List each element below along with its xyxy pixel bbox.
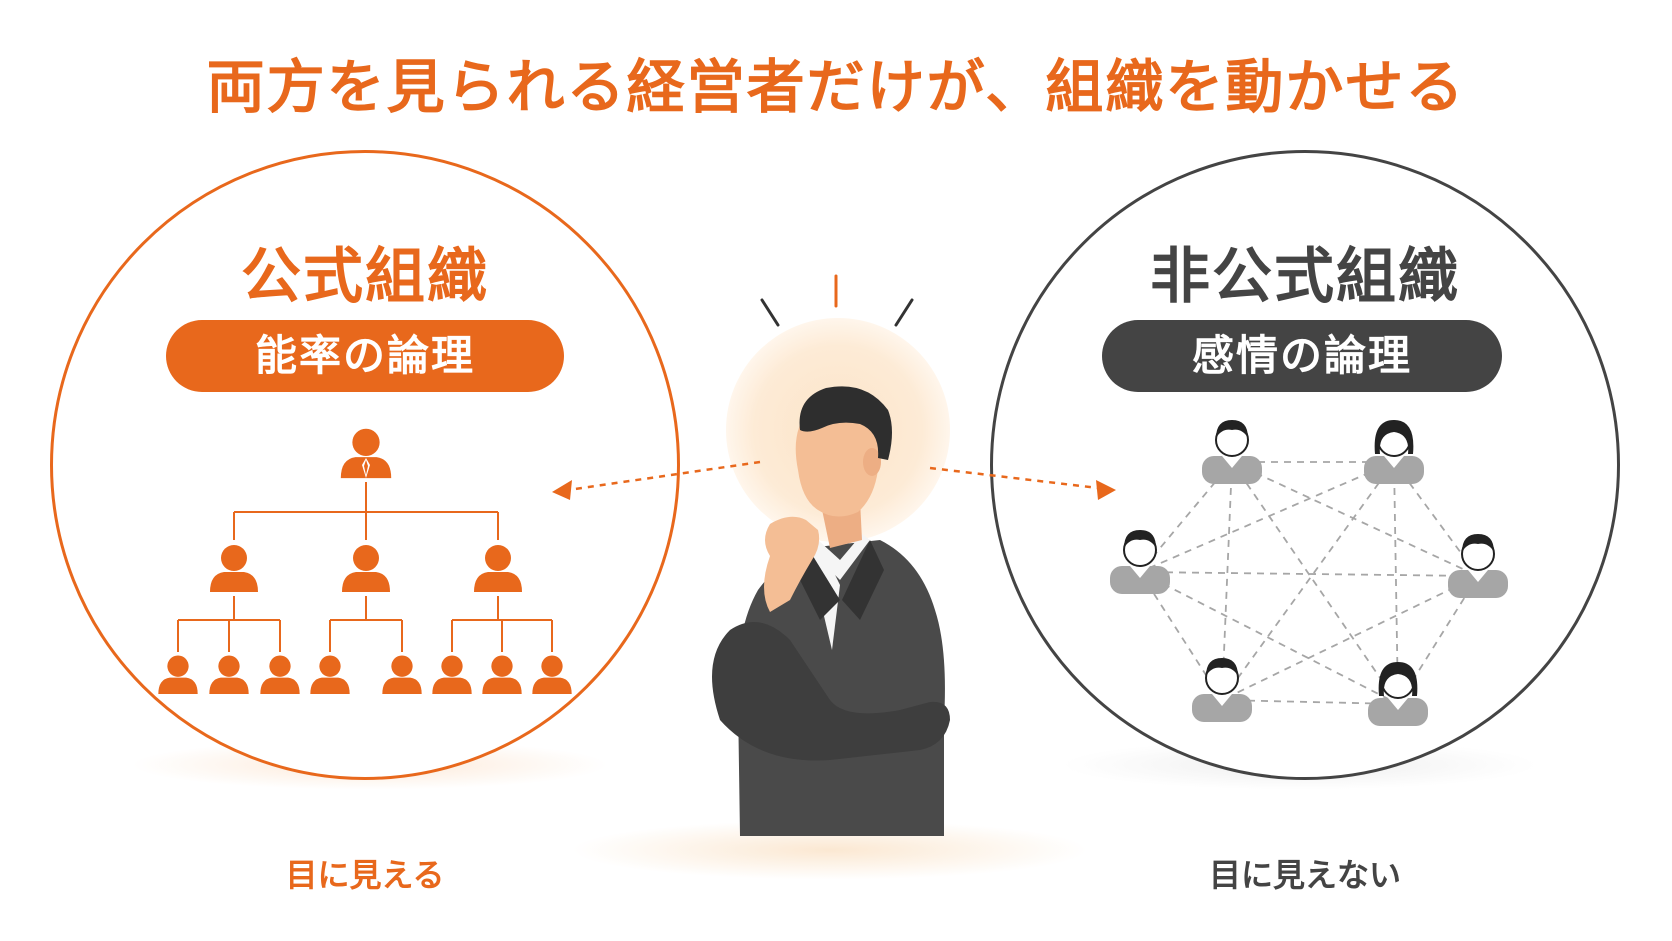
network-person-icon [1368,698,1428,726]
informal-organization-circle [990,150,1620,780]
idea-rays [760,274,914,327]
network-person-icon [1192,694,1252,722]
emotion-logic-pill: 感情の論理 [1102,320,1502,392]
network-person-icon [1202,456,1262,484]
informal-organization-title: 非公式組織 [1150,242,1460,312]
dashed-arrow-right [929,466,1099,490]
formal-organization-title: 公式組織 [241,242,489,312]
visible-caption: 目に見える [285,856,445,894]
network-person-icon [1448,570,1508,598]
invisible-caption: 目に見えない [1208,856,1401,894]
headline: 両方を見られる経営者だけが、組織を動かせる [206,53,1466,121]
network-person-icon [1110,566,1170,594]
network-person-icon [1364,456,1424,484]
efficiency-logic-pill: 能率の論理 [166,320,564,392]
dashed-arrow-left [567,460,761,492]
